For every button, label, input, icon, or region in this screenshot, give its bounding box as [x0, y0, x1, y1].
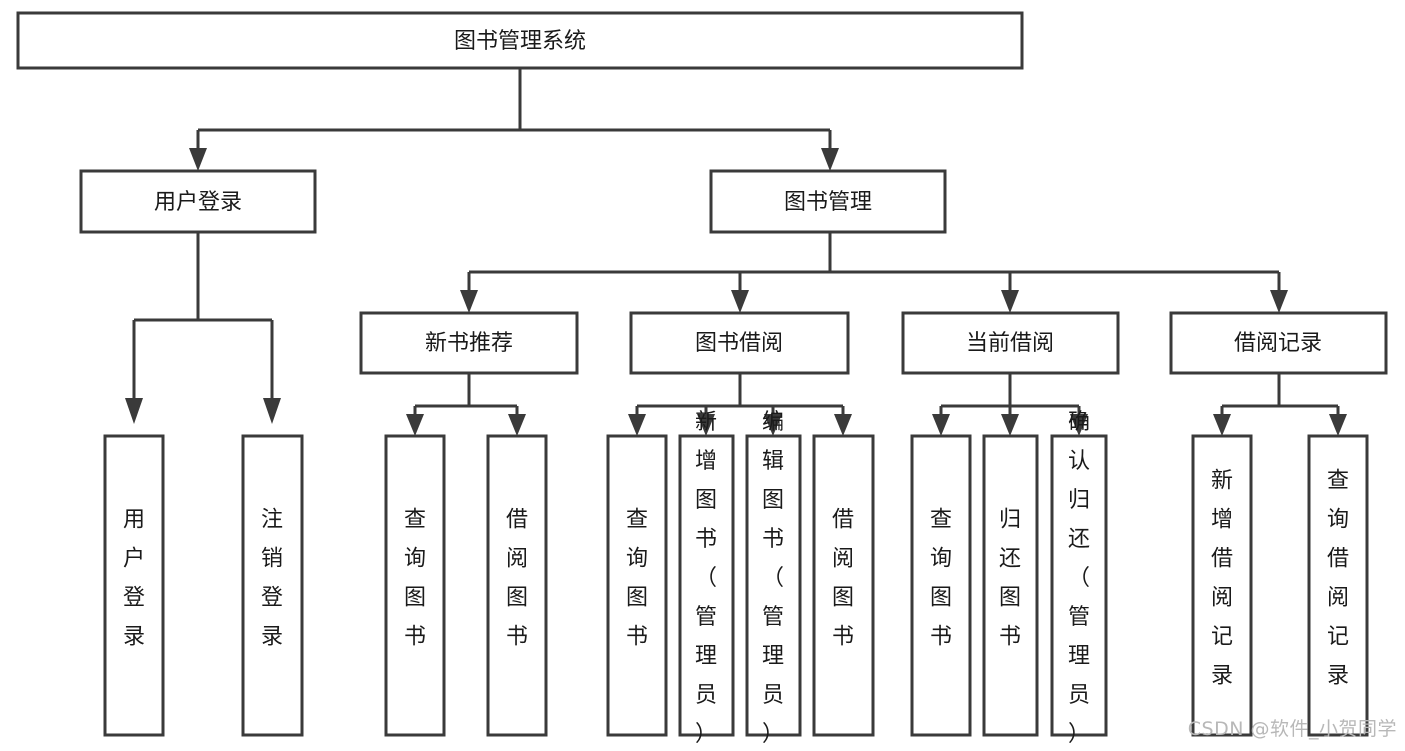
leaf-box-borrow-book-1[interactable] [486, 434, 548, 737]
leaf-node[interactable]: 归还图书 [982, 434, 1039, 737]
arrowhead-new-book [460, 290, 478, 313]
arrowhead-leaf-bookborrow-1 [628, 414, 646, 436]
connector-group-user-login [125, 232, 281, 424]
node-current-borrow-box[interactable] [901, 311, 1120, 375]
node-user-login[interactable]: 用户登录 [79, 169, 317, 234]
connector-group-book-manage [460, 232, 1288, 313]
leaf-box-query-book-3[interactable] [910, 434, 972, 737]
arrowhead-leaf-currentborrow-1 [932, 414, 950, 436]
leaf-node[interactable]: 借阅图书 [812, 434, 875, 737]
leaf-label-query-book-2: 查询图书 [626, 508, 648, 650]
leaf-node[interactable]: 借阅图书 [486, 434, 548, 737]
arrowhead-leaf-newbook-2 [508, 414, 526, 436]
node-root[interactable]: 图书管理系统 [16, 11, 1024, 70]
leaf-node[interactable]: 查询图书 [910, 434, 972, 737]
node-borrow-records-label: 借阅记录 [1234, 331, 1322, 356]
leaf-node[interactable]: 查询图书 [384, 434, 446, 737]
leaf-box-add-record[interactable] [1191, 434, 1253, 737]
leaf-label-query-book-1: 查询图书 [404, 508, 426, 650]
node-borrow-records-box[interactable] [1169, 311, 1388, 375]
arrowhead-borrow-record [1270, 290, 1288, 313]
arrowhead-user-login [189, 148, 207, 171]
leaf-label-add-record: 新增借阅记录 [1211, 469, 1233, 689]
leaf-label-logout: 注销登录 [261, 508, 283, 650]
leaf-box-user-login[interactable] [103, 434, 165, 737]
arrowhead-leaf-currentborrow-2 [1001, 414, 1019, 436]
leaf-label-return-book: 归还图书 [999, 508, 1021, 650]
leaf-node[interactable]: 用户登录 [103, 434, 165, 737]
node-book-manage-label: 图书管理 [784, 190, 872, 215]
node-book-borrow[interactable]: 图书借阅 [629, 311, 850, 375]
leaf-box-confirm-return[interactable] [1050, 434, 1108, 737]
node-user-login-label: 用户登录 [154, 190, 242, 215]
node-root-label: 图书管理系统 [454, 29, 586, 54]
node-current-borrow[interactable]: 当前借阅 [901, 311, 1120, 375]
node-root-box[interactable] [16, 11, 1024, 70]
leaf-box-add-book[interactable] [678, 434, 735, 737]
arrowhead-leaf-user-2 [263, 398, 281, 424]
leaf-label-borrow-book-2: 借阅图书 [832, 508, 854, 650]
leaf-label-edit-book: 编辑图书（管理员） [762, 410, 784, 747]
connector-group-current-borrow [932, 373, 1088, 436]
arrowhead-leaf-records-2 [1329, 414, 1347, 436]
leaf-node[interactable]: 新增借阅记录 [1191, 434, 1253, 737]
leaf-box-logout[interactable] [241, 434, 304, 737]
leaf-node[interactable]: 确认归还（管理员） [1050, 410, 1108, 747]
node-new-book-recommend-label: 新书推荐 [425, 331, 513, 356]
arrowhead-leaf-records-1 [1213, 414, 1231, 436]
leaf-box-borrow-book-2[interactable] [812, 434, 875, 737]
node-book-manage[interactable]: 图书管理 [709, 169, 947, 234]
arrowhead-current-borrow [1001, 290, 1019, 313]
arrowhead-book-manage [821, 148, 839, 171]
connector-group-new-book [406, 373, 526, 436]
arrowhead-leaf-bookborrow-3 [764, 414, 782, 436]
leaf-box-query-book-1[interactable] [384, 434, 446, 737]
arrowhead-leaf-newbook-1 [406, 414, 424, 436]
leaf-node[interactable]: 编辑图书（管理员） [745, 410, 802, 747]
leaf-node[interactable]: 注销登录 [241, 434, 304, 737]
node-book-borrow-box[interactable] [629, 311, 850, 375]
arrowhead-leaf-user-1 [125, 398, 143, 424]
connector-group-root [189, 68, 839, 171]
leaf-box-query-record[interactable] [1307, 434, 1369, 737]
node-new-book-recommend-box[interactable] [359, 311, 579, 375]
leaf-label-query-book-3: 查询图书 [930, 508, 952, 650]
connector-group-book-borrow [628, 373, 852, 436]
leaf-label-user-login: 用户登录 [123, 508, 145, 650]
node-book-manage-box[interactable] [709, 169, 947, 234]
leaf-node[interactable]: 新增图书（管理员） [678, 410, 735, 747]
leaf-box-query-book-2[interactable] [606, 434, 668, 737]
leaf-label-confirm-return: 确认归还（管理员） [1068, 410, 1090, 747]
node-book-borrow-label: 图书借阅 [695, 331, 783, 356]
leaf-label-query-record: 查询借阅记录 [1327, 469, 1349, 689]
leaf-box-edit-book[interactable] [745, 434, 802, 737]
arrowhead-book-borrow [731, 290, 749, 313]
node-user-login-box[interactable] [79, 169, 317, 234]
connector-group-borrow-records [1213, 373, 1347, 436]
leaf-node[interactable]: 查询图书 [606, 434, 668, 737]
arrowhead-leaf-bookborrow-2 [697, 414, 715, 436]
leaf-node[interactable]: 查询借阅记录 [1307, 434, 1369, 737]
arrowhead-leaf-bookborrow-4 [834, 414, 852, 436]
node-current-borrow-label: 当前借阅 [966, 331, 1054, 356]
node-new-book-recommend[interactable]: 新书推荐 [359, 311, 579, 375]
leaf-label-borrow-book-1: 借阅图书 [506, 508, 528, 650]
leaf-label-add-book: 新增图书（管理员） [695, 410, 717, 747]
arrowhead-leaf-currentborrow-3 [1070, 414, 1088, 436]
node-borrow-records[interactable]: 借阅记录 [1169, 311, 1388, 375]
leaf-box-return-book[interactable] [982, 434, 1039, 737]
